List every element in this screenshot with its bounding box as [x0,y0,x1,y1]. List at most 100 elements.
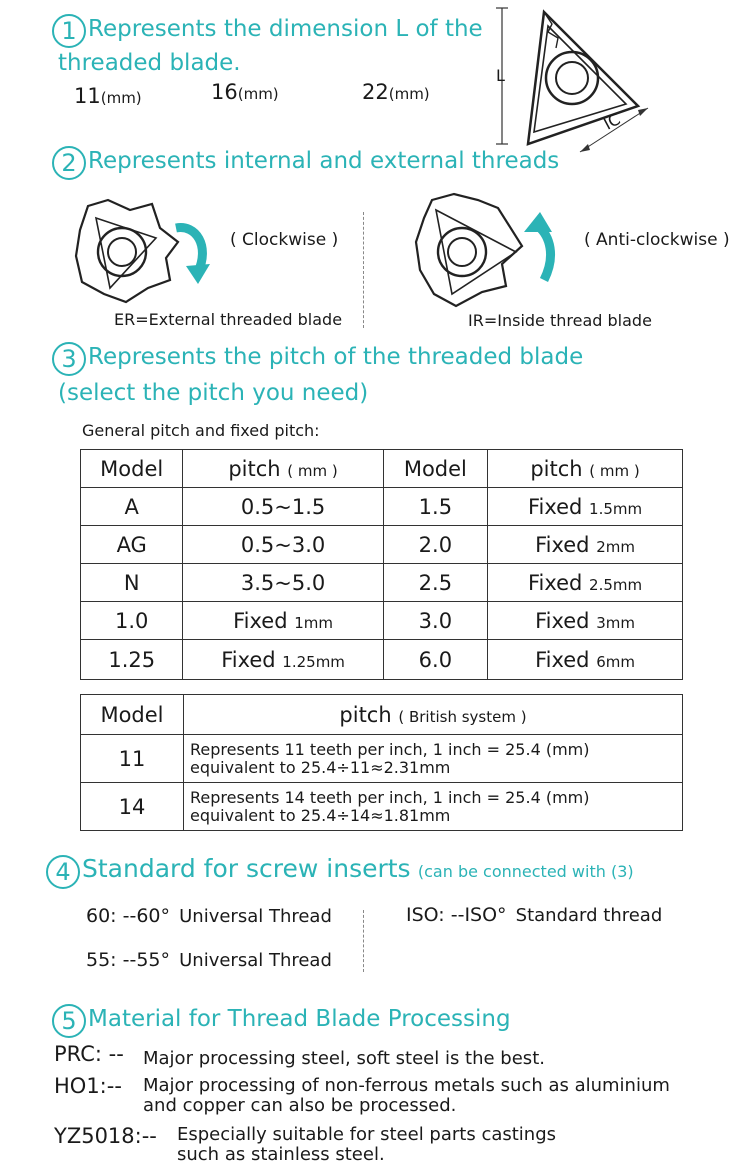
cell-model: AG [79,525,184,564]
cell-pitch: Fixed 2.5mm [487,563,683,602]
material-ho1: HO1:-- [54,1074,122,1098]
material-prc-desc: Major processing steel, soft steel is th… [143,1045,545,1069]
thread-iso: ISO: --ISO° Standard thread [406,904,662,926]
dimension-11: 11(mm) [74,84,142,108]
external-thread-insert-icon [74,198,210,304]
header-pitch-unit: ( mm ) [589,461,640,480]
header-pitch: pitch ( British system ) [183,694,683,735]
er-label: ER=External threaded blade [114,310,343,329]
insert-dimension-drawing [496,7,649,153]
cell-model: 14 [80,782,184,831]
material-code: HO1:-- [54,1074,122,1098]
label-L: L [496,66,505,85]
pitch-value: Fixed [535,647,590,672]
pitch-value: 3.5~5.0 [240,570,326,595]
section1-title-line1: Represents the dimension L of the [88,16,483,42]
table-header-row: Model pitch ( mm ) Model pitch ( mm ) [79,449,683,488]
pitch-unit: 2.5mm [589,575,643,594]
material-prc: PRC: -- [54,1042,124,1066]
pitch-value: Fixed [233,608,288,633]
section3-subtitle: (select the pitch you need) [58,380,369,406]
thread-desc: Standard thread [515,905,663,926]
description-line: Represents 14 teeth per inch, 1 inch = 2… [190,787,590,807]
british-pitch-table: Model pitch ( British system ) 11 Repres… [80,694,683,831]
table-row: 14 Represents 14 teeth per inch, 1 inch … [80,782,683,831]
section4-title-text: Standard for screw inserts [82,854,411,883]
header-pitch: pitch ( mm ) [487,449,683,488]
cell-model: N [79,563,184,602]
pitch-value: 0.5~3.0 [240,532,326,557]
pitch-table: Model pitch ( mm ) Model pitch ( mm ) A … [79,449,683,680]
header-model: Model [79,449,184,488]
description-line: Represents 11 teeth per inch, 1 inch = 2… [190,739,590,759]
header-pitch: pitch ( mm ) [182,449,384,488]
cell-model: 3.0 [382,601,489,640]
table-header-row: Model pitch ( British system ) [80,694,683,735]
pitch-value: Fixed [535,532,590,557]
dim-value: 11 [74,84,101,108]
divider [363,910,364,972]
dim-unit: (mm) [388,85,430,103]
cell-model: 2.0 [382,525,489,564]
header-pitch-text: pitch [339,702,392,727]
cell-pitch: 3.5~5.0 [182,563,384,602]
clockwise-label: ( Clockwise ) [230,230,339,250]
number-badge-4: 4 [46,855,80,889]
cell-model: 1.5 [382,487,489,526]
cell-model: 1.25 [79,639,184,680]
dim-unit: (mm) [100,89,142,107]
inside-thread-insert-icon [414,192,556,308]
pitch-value: Fixed [527,570,583,595]
pitch-value: Fixed [221,647,276,672]
number-badge-5: 5 [52,1004,86,1038]
material-yz5018-desc: Especially suitable for steel parts cast… [177,1125,556,1165]
table-row: A 0.5~1.5 1.5 Fixed 1.5mm [79,487,683,526]
thread-code: 55: --55° [86,949,171,971]
number-badge-2: 2 [52,146,86,180]
thread-55: 55: --55° Universal Thread [86,949,332,971]
pitch-unit: 1mm [294,613,333,632]
thread-60: 60: --60° Universal Thread [86,905,332,927]
material-desc: and copper can also be processed. [143,1095,457,1116]
pitch-value: 0.5~1.5 [240,494,326,519]
table-row: 11 Represents 11 teeth per inch, 1 inch … [80,734,683,783]
thread-code: 60: --60° [86,905,171,927]
cell-pitch: Fixed 1.25mm [182,639,384,680]
pitch-value: Fixed [527,494,583,519]
cell-pitch: 0.5~3.0 [182,525,384,564]
header-pitch-text: pitch [228,456,281,481]
divider [363,212,364,328]
ir-label: IR=Inside thread blade [468,311,652,330]
material-desc: Major processing steel, soft steel is th… [143,1048,545,1069]
anticlockwise-label: ( Anti-clockwise ) [584,230,730,250]
section3-title-text: Represents the pitch of the threaded bla… [88,344,584,370]
number-badge-3: 3 [52,342,86,376]
table-row: 1.25 Fixed 1.25mm 6.0 Fixed 6mm [79,639,683,680]
dim-unit: (mm) [237,85,279,103]
number-badge-1: 1 [52,14,86,48]
cell-model: 1.0 [79,601,184,640]
pitch-unit: 3mm [596,613,635,632]
material-code: YZ5018:-- [54,1124,157,1148]
material-code: PRC: -- [54,1042,124,1066]
cell-model: 11 [80,734,184,783]
cell-pitch: Fixed 3mm [487,601,683,640]
cell-description: Represents 14 teeth per inch, 1 inch = 2… [183,782,683,831]
material-desc: Major processing of non-ferrous metals s… [143,1075,670,1096]
cell-model: 6.0 [382,639,489,680]
thread-code: ISO: --ISO° [406,904,507,926]
header-pitch-unit: ( mm ) [287,461,338,480]
section2-title-text: Represents internal and external threads [88,148,560,174]
dim-value: 16 [211,80,238,104]
dimension-22: 22(mm) [362,80,430,104]
table-row: 1.0 Fixed 1mm 3.0 Fixed 3mm [79,601,683,640]
cell-model: 2.5 [382,563,489,602]
material-yz5018: YZ5018:-- [54,1124,157,1148]
cell-model: A [79,487,184,526]
material-desc: Especially suitable for steel parts cast… [177,1124,557,1145]
